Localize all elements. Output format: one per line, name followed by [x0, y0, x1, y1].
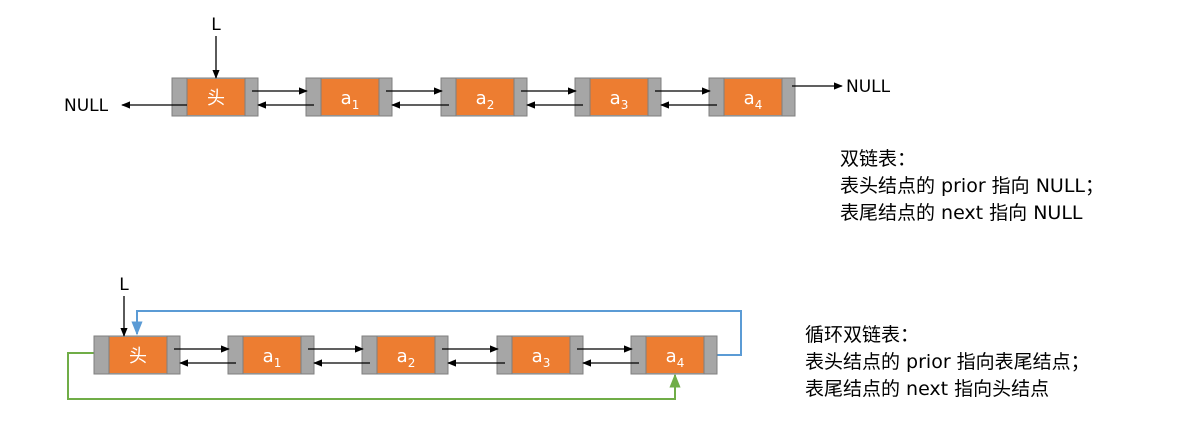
- node-label-subscript: 2: [408, 356, 416, 370]
- node-data-field: [109, 337, 167, 373]
- head-pointer-label: L: [211, 15, 221, 35]
- node-label: 头: [207, 88, 225, 109]
- node-label-subscript: 3: [543, 356, 551, 370]
- node-label: 头: [129, 346, 147, 367]
- node-data-field: [187, 79, 245, 115]
- node-data-field: [243, 337, 301, 373]
- node-data-field: [646, 337, 704, 373]
- caption-title: 双链表：: [840, 148, 917, 170]
- node-label-subscript: 3: [621, 98, 629, 112]
- node-label-subscript: 4: [755, 98, 763, 112]
- node-label-subscript: 1: [274, 356, 282, 370]
- node-data-field: [456, 79, 514, 115]
- node-label-subscript: 2: [487, 98, 495, 112]
- node-data-field: [724, 79, 782, 115]
- caption-line-tail-next: 表尾结点的 next 指向头结点: [805, 378, 1050, 400]
- circular-doubly-linked-list-caption: 循环双链表： 表头结点的 prior 指向表尾结点； 表尾结点的 next 指向…: [805, 322, 1090, 403]
- tail-next-to-head-link: [131, 310, 742, 356]
- node-data-field: [377, 337, 435, 373]
- caption-line-head-prior: 表头结点的 prior 指向表尾结点；: [805, 351, 1090, 373]
- node-label-subscript: 4: [677, 356, 685, 370]
- null-right-label: NULL: [846, 77, 891, 97]
- caption-line-tail-next: 表尾结点的 next 指向 NULL: [840, 202, 1083, 224]
- caption-title: 循环双链表：: [805, 324, 920, 346]
- node-data-field: [590, 79, 648, 115]
- caption-line-head-prior: 表头结点的 prior 指向 NULL；: [840, 175, 1104, 197]
- node-label-subscript: 1: [352, 98, 360, 112]
- doubly-linked-list-caption: 双链表： 表头结点的 prior 指向 NULL； 表尾结点的 next 指向 …: [840, 146, 1104, 227]
- null-left-label: NULL: [64, 96, 109, 116]
- node-data-field: [321, 79, 379, 115]
- head-prior-to-tail-link: [67, 352, 681, 400]
- node-data-field: [512, 337, 570, 373]
- head-pointer-label: L: [119, 275, 129, 295]
